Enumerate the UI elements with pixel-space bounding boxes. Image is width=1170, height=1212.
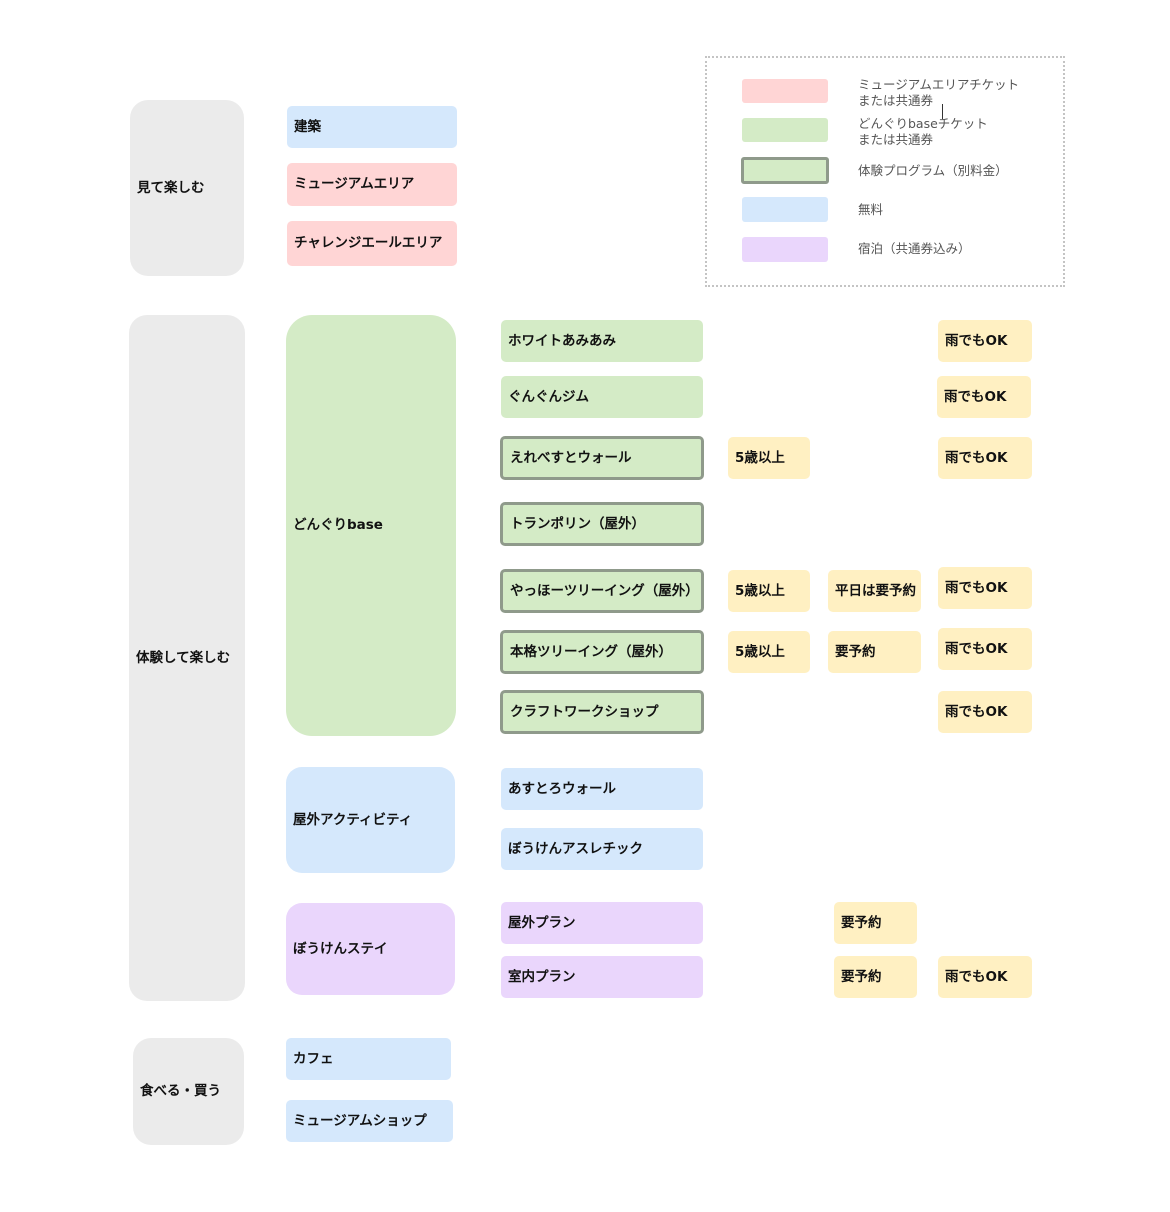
tag-rain-ok: 雨でもOK xyxy=(938,567,1032,609)
program-outdoor-plan: 屋外プラン xyxy=(501,902,703,944)
category-taberu: 食べる・買う xyxy=(133,1038,244,1145)
connector-line xyxy=(942,104,943,119)
legend-swatch-paid-program xyxy=(741,157,829,184)
program-indoor-plan: 室内プラン xyxy=(501,956,703,998)
tag-age5: 5歳以上 xyxy=(728,631,810,673)
tag-rain-ok: 雨でもOK xyxy=(938,628,1032,670)
tag-rain-ok: 雨でもOK xyxy=(938,437,1032,479)
program-trampoline: トランポリン（屋外） xyxy=(500,502,704,546)
program-white-amiami: ホワイトあみあみ xyxy=(501,320,703,362)
legend-label-paid-program: 体験プログラム（別料金） xyxy=(858,163,1008,178)
program-gungun-gym: ぐんぐんジム xyxy=(501,376,703,418)
program-bouken-athletic: ぼうけんアスレチック xyxy=(501,828,703,870)
legend-label-museum-ticket-1: ミュージアムエリアチケット xyxy=(858,77,1020,92)
tag-rain-ok: 雨でもOK xyxy=(938,320,1032,362)
facility-challenge-area: チャレンジエールエリア xyxy=(287,221,457,266)
program-honkaku-treeing: 本格ツリーイング（屋外） xyxy=(500,630,704,674)
legend-swatch-stay xyxy=(742,237,828,262)
legend-swatch-free xyxy=(742,197,828,222)
facility-museum-shop: ミュージアムショップ xyxy=(286,1100,453,1142)
tag-age5: 5歳以上 xyxy=(728,570,810,612)
tag-reservation: 要予約 xyxy=(834,956,917,998)
legend-swatch-donguri-ticket xyxy=(742,118,828,142)
tag-reservation: 要予約 xyxy=(834,902,917,944)
facility-outdoor-activity: 屋外アクティビティ xyxy=(286,767,455,873)
legend-label-museum-ticket-2: または共通券 xyxy=(858,93,934,108)
legend-swatch-museum-ticket xyxy=(742,79,828,103)
facility-donguri-base: どんぐりbase xyxy=(286,315,456,736)
facility-museum-area: ミュージアムエリア xyxy=(287,163,457,206)
program-craft-workshop: クラフトワークショップ xyxy=(500,690,704,734)
legend xyxy=(705,56,1065,287)
tag-reservation: 要予約 xyxy=(828,631,921,673)
legend-label-stay: 宿泊（共通券込み） xyxy=(858,241,971,256)
facility-bouken-stay: ぼうけんステイ xyxy=(286,903,455,995)
legend-label-donguri-ticket-2: または共通券 xyxy=(858,132,934,147)
program-everest-wall: えれべすとウォール xyxy=(500,436,704,480)
category-miru: 見て楽しむ xyxy=(130,100,244,276)
tag-rain-ok: 雨でもOK xyxy=(937,376,1031,418)
category-taiken: 体験して楽しむ xyxy=(129,315,245,1001)
tag-rain-ok: 雨でもOK xyxy=(938,691,1032,733)
facility-cafe: カフェ xyxy=(286,1038,451,1080)
legend-label-free: 無料 xyxy=(858,202,884,217)
program-astro-wall: あすとろウォール xyxy=(501,768,703,810)
program-yahoo-treeing: やっほーツリーイング（屋外） xyxy=(500,569,704,613)
facility-kenchiku: 建築 xyxy=(287,106,457,148)
tag-rain-ok: 雨でもOK xyxy=(938,956,1032,998)
legend-label-donguri-ticket-1: どんぐりbaseチケット xyxy=(858,116,988,131)
tag-weekday-reservation: 平日は要予約 xyxy=(828,570,921,612)
tag-age5: 5歳以上 xyxy=(728,437,810,479)
